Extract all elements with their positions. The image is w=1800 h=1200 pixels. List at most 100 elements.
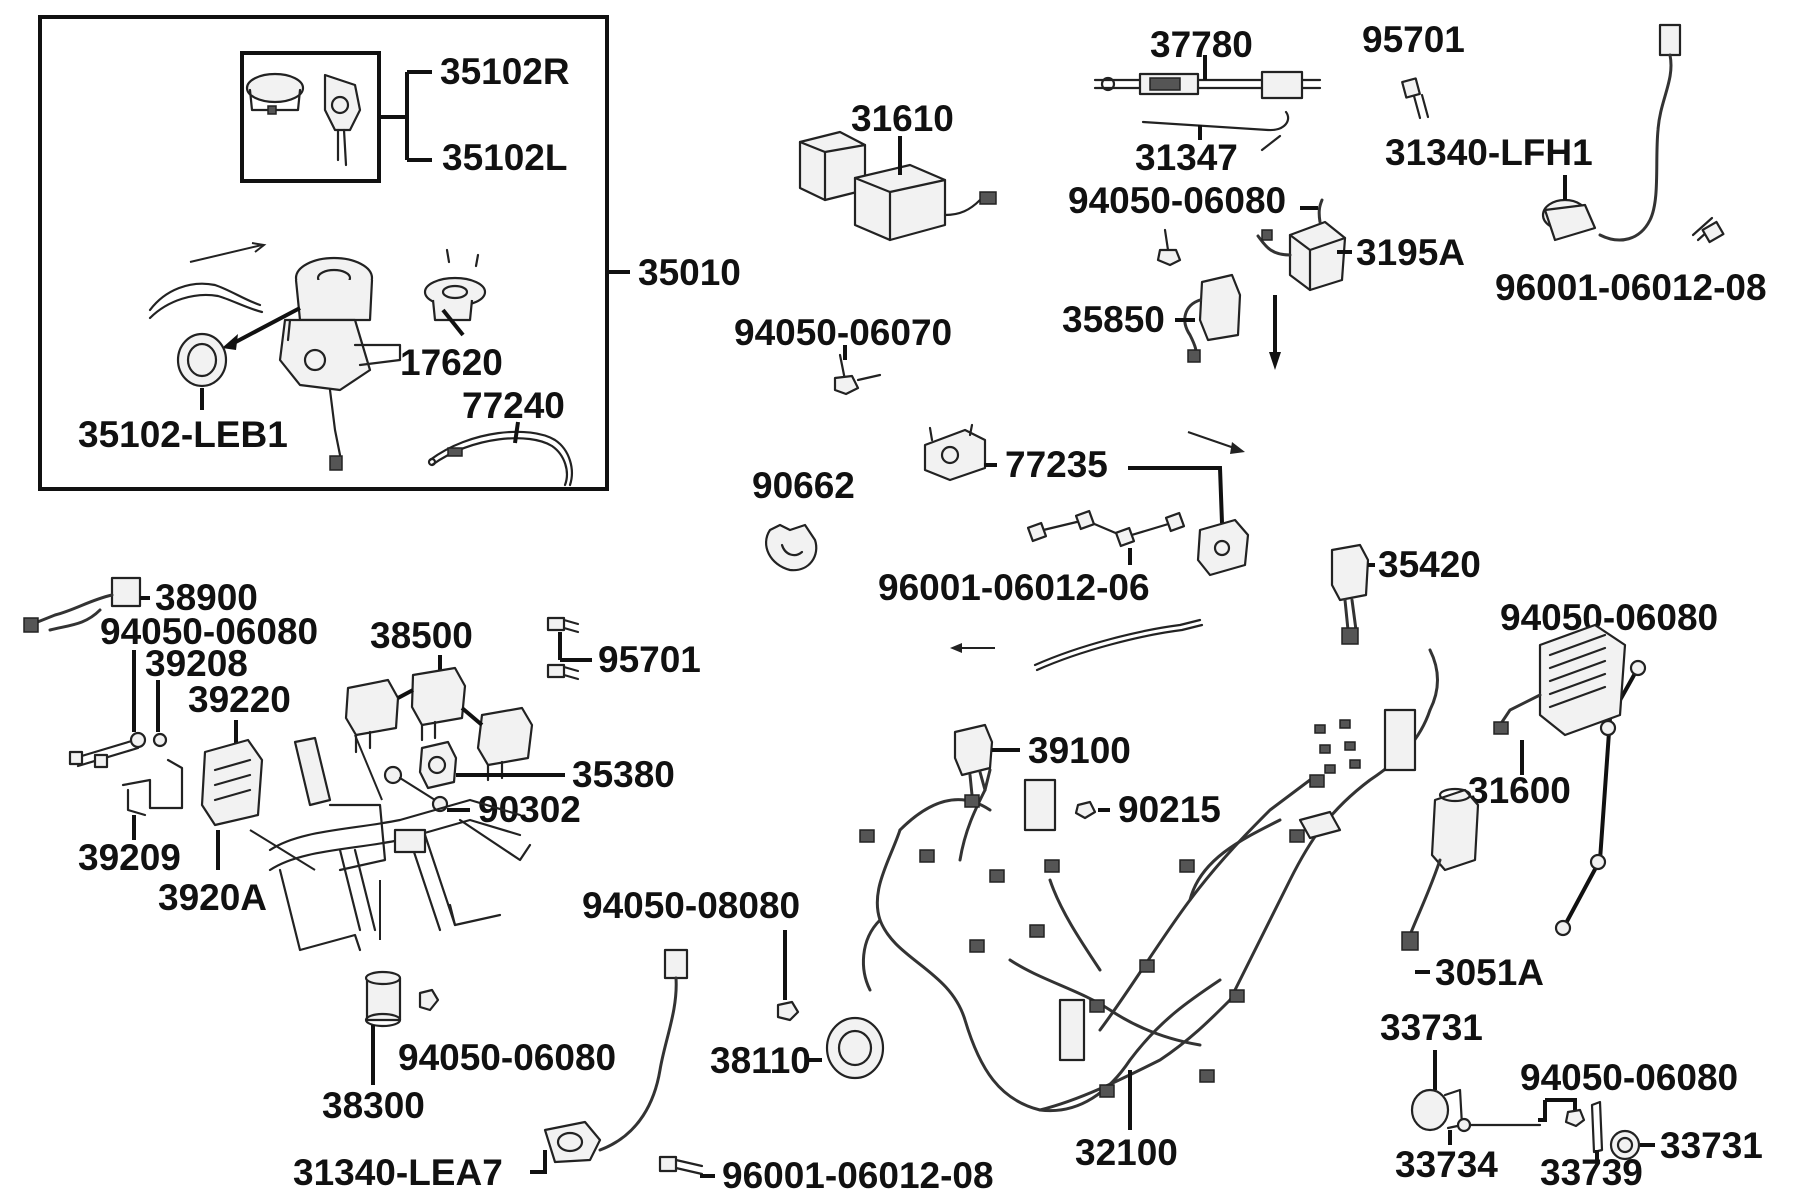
label-31340-LFH1: 31340-LFH1 <box>1385 132 1593 173</box>
lamp-33731-part <box>1410 1088 1464 1132</box>
relay-35850-part <box>1183 273 1242 363</box>
bolt-96001-08-top-part <box>1691 216 1725 244</box>
label-77240: 77240 <box>462 385 565 426</box>
nut-94050-06080-top-part <box>1156 228 1182 267</box>
label-33734: 33734 <box>1395 1144 1498 1185</box>
sensor-31340-LFH1-part <box>1541 23 1682 242</box>
key-latch-part <box>323 73 362 167</box>
arrow-to-ring <box>229 306 301 347</box>
nut-small-bottom-part <box>1564 1108 1586 1128</box>
clips-part <box>1314 719 1361 774</box>
leader-31340-LEA7 <box>530 1150 547 1174</box>
leader-77235 <box>984 463 1224 524</box>
sensor-31340-LEA7-part <box>543 948 689 1164</box>
label-38900: 38900 <box>155 577 258 618</box>
key-subset-frame <box>240 51 381 183</box>
label-31600: 31600 <box>1468 770 1571 811</box>
label-31610: 31610 <box>851 98 954 139</box>
label-96001-06012-06: 96001-06012-06 <box>878 567 1150 608</box>
label-35850: 35850 <box>1062 299 1165 340</box>
label-3195A: 3195A <box>1356 232 1465 273</box>
switches-38500-part <box>344 666 534 782</box>
ring-part <box>176 332 228 388</box>
wire-31347-part <box>1141 110 1290 152</box>
label-31347: 31347 <box>1135 137 1238 178</box>
label-39100: 39100 <box>1028 730 1131 771</box>
bracket-35102 <box>379 70 432 162</box>
label-90302: 90302 <box>478 789 581 830</box>
fuel-cap-part <box>423 248 487 322</box>
bolt-96001-08-bottom-part <box>658 1155 704 1176</box>
label-77235: 77235 <box>1005 444 1108 485</box>
label-37780: 37780 <box>1150 24 1253 65</box>
sensor-35380-part <box>418 740 458 790</box>
arrow-head <box>1269 352 1281 370</box>
label-35010: 35010 <box>638 252 741 293</box>
label-39209: 39209 <box>78 837 181 878</box>
label-39208: 39208 <box>145 643 248 684</box>
wire-harness-32100-part <box>859 648 1439 1113</box>
leader-95701-mid <box>558 632 592 662</box>
label-35102R: 35102R <box>440 51 570 92</box>
label-38500: 38500 <box>370 615 473 656</box>
label-33731-bottom: 33731 <box>1660 1125 1763 1166</box>
unit-35420-part <box>1330 543 1370 645</box>
lamp-33731-bottom-part <box>1609 1129 1641 1161</box>
label-94050-06080-left: 94050-06080 <box>100 611 318 652</box>
chain-94050-06080-right-part <box>1554 659 1647 937</box>
seat-cable-part <box>148 242 267 320</box>
leader-94050-06080-bottom <box>1538 1098 1577 1122</box>
bolt-94050-08080-part <box>776 1000 800 1022</box>
arrow-head <box>1230 442 1245 454</box>
label-94050-06080-top: 94050-06080 <box>1068 180 1286 221</box>
label-35420: 35420 <box>1378 544 1481 585</box>
frame-part <box>249 734 532 952</box>
key-set-group: 35102R 35102L 35010 <box>38 15 741 491</box>
label-38300: 38300 <box>322 1085 425 1126</box>
label-94050-06080-mid: 94050-06080 <box>398 1037 616 1078</box>
label-90215: 90215 <box>1118 789 1221 830</box>
label-90662: 90662 <box>752 465 855 506</box>
label-32100: 32100 <box>1075 1132 1178 1173</box>
label-96001-06012-08-bottom: 96001-06012-08 <box>722 1155 994 1196</box>
screw-90215-part <box>1074 800 1097 820</box>
label-95701-mid: 95701 <box>598 639 701 680</box>
latch-right-part <box>1196 518 1250 577</box>
label-94050-06070: 94050-06070 <box>734 312 952 353</box>
label-38110: 38110 <box>710 1040 811 1081</box>
label-17620: 17620 <box>400 342 503 383</box>
rectifier-31600-part <box>1493 623 1627 737</box>
relay-39100-part <box>953 723 994 808</box>
leader-77240 <box>513 421 520 444</box>
arrow-head <box>222 334 238 350</box>
bolts-39208-part <box>68 731 168 769</box>
nut-94050-06080-mid-part <box>418 988 440 1012</box>
bracket-33739-part <box>1590 1100 1604 1154</box>
horn-38110-part <box>825 1016 885 1080</box>
ignition-switch-part <box>278 256 402 471</box>
coil-3051A-part <box>1401 787 1480 951</box>
nut-94050-06070-part <box>833 353 882 396</box>
leader-17620 <box>441 308 465 337</box>
label-31340-LEA7: 31340-LEA7 <box>293 1152 503 1193</box>
bolt-94050-06080-bottom-part <box>1456 1117 1542 1133</box>
label-35102-LEB1: 35102-LEB1 <box>78 414 288 455</box>
battery-part <box>798 130 997 242</box>
cable-77240-part <box>427 430 573 487</box>
bolts-95701-mid-part <box>546 616 580 681</box>
latch-77235-part <box>923 423 987 482</box>
arrow-head <box>950 643 962 653</box>
label-94050-08080: 94050-08080 <box>582 885 800 926</box>
cable-under-96001 <box>1033 618 1202 667</box>
socket-38900-part <box>23 576 142 633</box>
regulator-3195A-part <box>1256 198 1347 292</box>
label-94050-06080-right: 94050-06080 <box>1500 597 1718 638</box>
label-96001-06012-08-top: 96001-06012-08 <box>1495 267 1767 308</box>
cylinder-38300-part <box>364 970 402 1028</box>
label-39220: 39220 <box>188 679 291 720</box>
clamp-90662-part <box>764 523 818 572</box>
relay-37780-part <box>1093 70 1322 100</box>
key-cap-part <box>245 72 305 115</box>
key-set-frame <box>38 15 609 491</box>
